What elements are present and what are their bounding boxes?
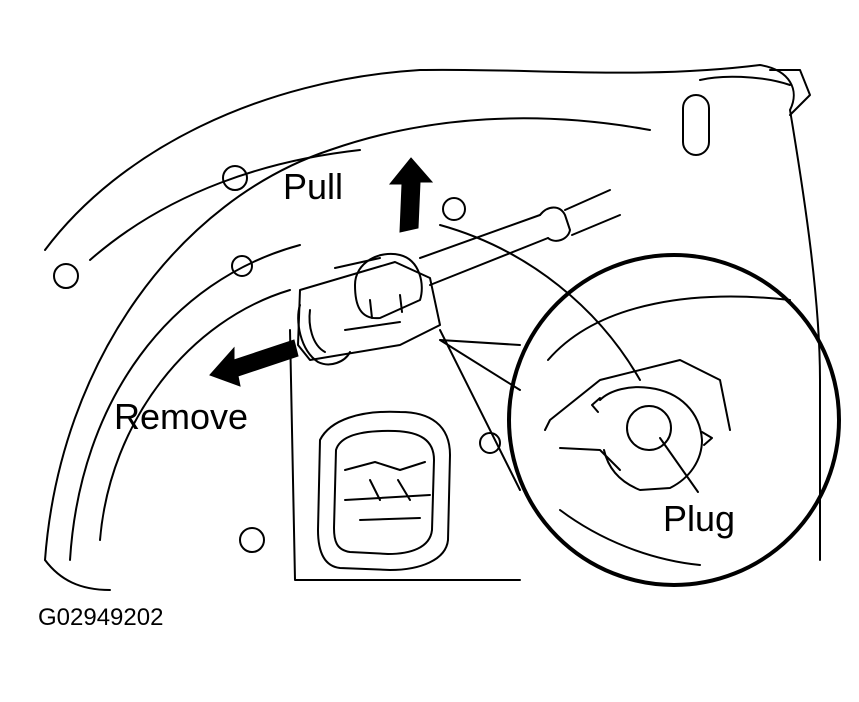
mounting-hole: [53, 263, 79, 289]
housing-flange: [89, 149, 361, 261]
shaft: [419, 214, 549, 286]
housing-outline: [44, 64, 821, 561]
plug: [626, 405, 672, 451]
rotor-disk: [69, 224, 641, 561]
connector-housing: [317, 410, 451, 571]
mounting-hole: [231, 255, 253, 277]
mounting-hole: [479, 432, 501, 454]
callout-leader: [439, 339, 521, 391]
arrow-left-icon: [209, 339, 299, 387]
plug-label: Plug: [663, 498, 736, 539]
pull-label: Pull: [283, 166, 344, 207]
arrow-up-icon: [388, 157, 434, 233]
mounting-hole: [442, 197, 466, 221]
housing-inner-ring: [44, 117, 651, 561]
plug-leader: [659, 437, 699, 493]
figure-code: G02949202: [38, 604, 164, 631]
sensor-body: [297, 261, 441, 361]
bracket-plate: [289, 329, 521, 581]
mounting-hole: [222, 165, 248, 191]
remove-label: Remove: [114, 396, 249, 437]
magnifier-circle: [507, 253, 841, 587]
mounting-hole: [239, 527, 265, 553]
